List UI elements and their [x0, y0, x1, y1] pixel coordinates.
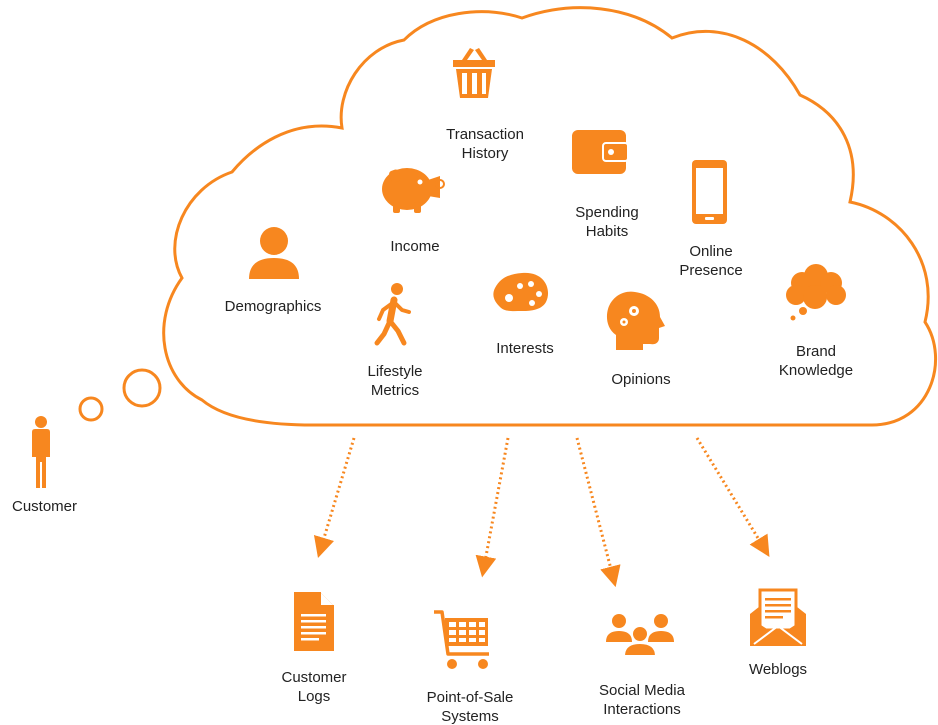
group-icon — [606, 614, 674, 657]
label-interests: Interests — [496, 340, 554, 357]
label-brand-knowledge: Brand Knowledge — [778, 343, 854, 379]
label-online-presence: Online Presence — [679, 243, 743, 279]
label-spending-habits: Spending Habits — [575, 204, 639, 240]
paint-palette-icon — [493, 272, 549, 312]
head-gears-icon — [606, 291, 665, 350]
arrow-to-social-media — [575, 437, 621, 588]
label-customer: Customer — [12, 498, 78, 515]
label-point-of-sale: Point-of-Sale Systems — [426, 689, 514, 725]
wallet-icon — [572, 130, 629, 174]
label-social-media: Social Media Interactions — [599, 682, 685, 718]
mail-letter-icon — [750, 588, 806, 646]
thought-bubble-small — [78, 396, 104, 422]
thought-cloud-icon — [786, 264, 846, 321]
label-income: Income — [390, 238, 440, 255]
label-customer-logs: Customer Logs — [281, 669, 347, 705]
label-opinions: Opinions — [611, 371, 671, 388]
shopping-basket-icon — [453, 48, 495, 98]
shopping-cart-icon — [434, 610, 489, 669]
smartphone-icon — [692, 160, 727, 224]
arrow-to-weblogs — [695, 437, 770, 557]
label-transaction-history: Transaction History — [446, 126, 524, 162]
arrow-to-point-of-sale — [475, 437, 510, 578]
arrow-to-customer-logs — [313, 437, 356, 559]
piggy-bank-icon — [382, 168, 445, 213]
data-flow-arrows — [313, 437, 770, 588]
label-demographics: Demographics — [224, 298, 322, 315]
label-lifestyle-metrics: Lifestyle Metrics — [367, 363, 423, 399]
walking-person-icon — [374, 283, 411, 346]
person-icon — [32, 416, 50, 488]
user-icon — [249, 227, 299, 279]
label-weblogs: Weblogs — [748, 661, 808, 678]
cloud-outline — [162, 6, 938, 427]
thought-bubble-large — [122, 368, 162, 408]
document-icon — [294, 592, 334, 651]
